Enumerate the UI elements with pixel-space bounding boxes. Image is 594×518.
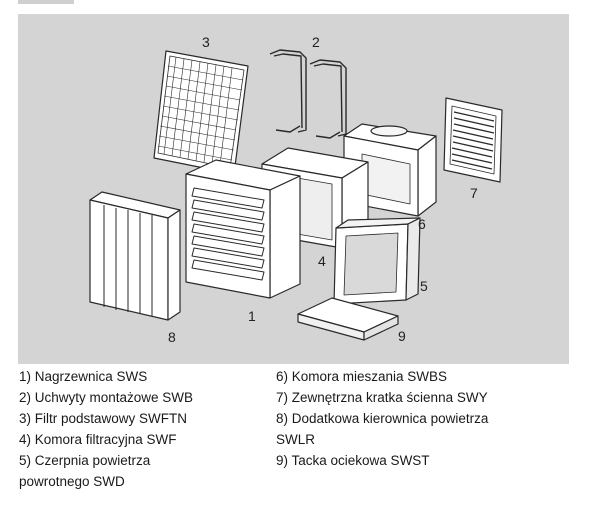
legend-item-5-cont: powrotnego SWD <box>19 474 125 489</box>
top-edge-mark <box>18 0 74 4</box>
callout-2: 2 <box>312 34 320 50</box>
legend-item-3: 3) Filtr podstawowy SWFTN <box>19 411 188 426</box>
drip-tray-swst <box>297 297 399 341</box>
exploded-view-diagram: 3 2 7 6 4 5 1 8 9 <box>89 34 503 345</box>
callout-7: 7 <box>470 185 478 201</box>
legend-right-column: 6) Komora mieszania SWBS 7) Zewnętrzna k… <box>276 366 576 471</box>
heater-sws <box>185 159 301 299</box>
air-deflector-swlr <box>89 191 181 321</box>
callout-1: 1 <box>248 308 256 324</box>
callout-3: 3 <box>202 34 210 50</box>
legend-item-6: 6) Komora mieszania SWBS <box>276 369 448 384</box>
callout-5: 5 <box>420 278 428 294</box>
legend-item-8: 8) Dodatkowa kierownica powietrza <box>276 411 489 426</box>
wall-grille-swy <box>443 97 503 183</box>
legend-item-8-cont: SWLR <box>276 432 316 447</box>
legend-item-9: 9) Tacka ociekowa SWST <box>276 453 430 468</box>
legend-item-2: 2) Uchwyty montażowe SWB <box>19 390 194 405</box>
legend-item-5: 5) Czerpnia powietrza <box>19 453 151 468</box>
callout-8: 8 <box>168 329 176 345</box>
callout-4: 4 <box>318 253 326 269</box>
callout-9: 9 <box>398 328 406 344</box>
return-air-intake-swd <box>333 217 421 305</box>
brackets-swb <box>269 49 347 139</box>
filter-swftn <box>153 50 249 175</box>
legend-item-1: 1) Nagrzewnica SWS <box>19 369 148 384</box>
legend-item-7: 7) Zewnętrzna kratka ścienna SWY <box>276 390 488 405</box>
legend-item-4: 4) Komora filtracyjna SWF <box>19 432 177 447</box>
legend-left-column: 1) Nagrzewnica SWS 2) Uchwyty montażowe … <box>19 366 269 492</box>
callout-6: 6 <box>418 216 426 232</box>
